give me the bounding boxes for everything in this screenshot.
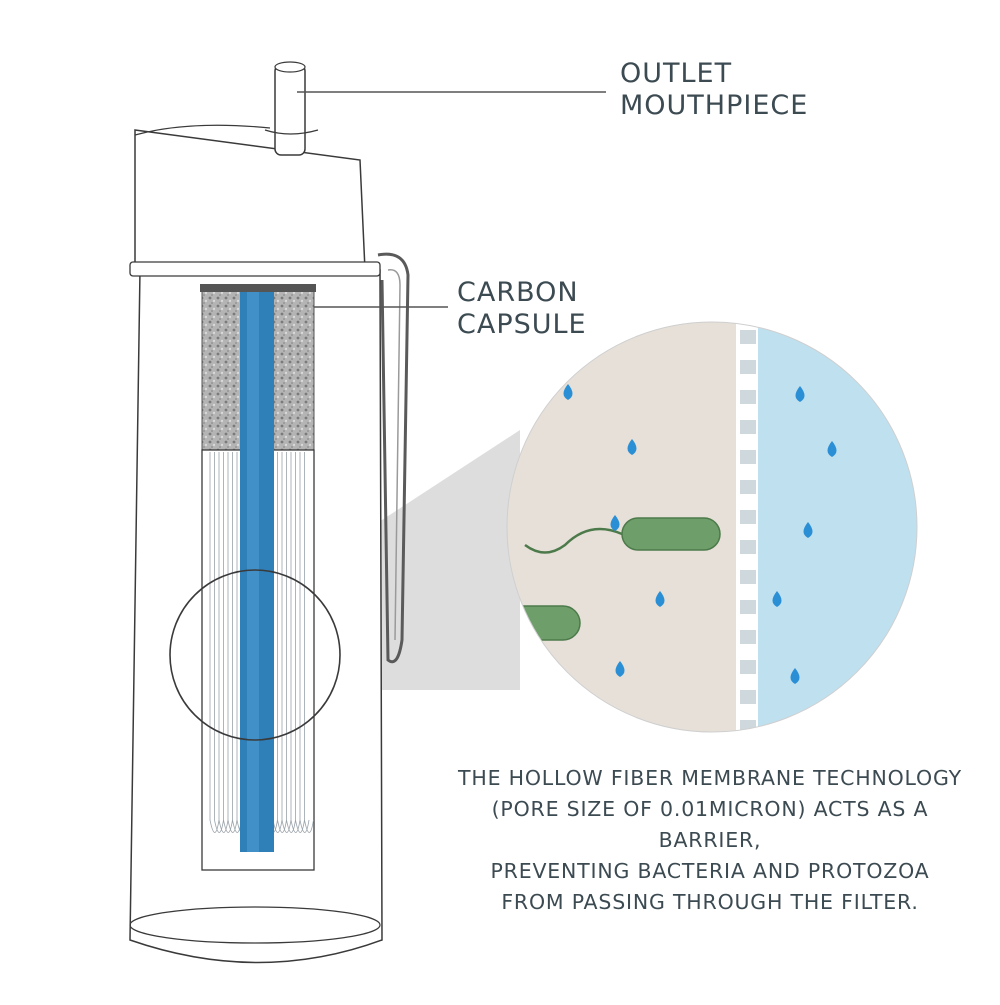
mouthpiece-collar <box>264 129 319 135</box>
membrane-pore <box>740 360 756 374</box>
carbon-label-line-1: CARBON <box>457 277 579 308</box>
membrane-pore <box>740 660 756 674</box>
cap-rim <box>129 261 381 277</box>
membrane-pore <box>740 480 756 494</box>
hollow-fiber <box>286 452 296 833</box>
membrane-pore <box>740 420 756 434</box>
membrane-pore <box>740 540 756 554</box>
membrane-caption: THE HOLLOW FIBER MEMBRANE TECHNOLOGY (PO… <box>440 763 980 918</box>
hollow-fiber <box>277 452 287 833</box>
mouthpiece <box>274 64 306 156</box>
caption-line-2: (PORE SIZE OF 0.01MICRON) ACTS AS A BARR… <box>491 797 929 852</box>
magnifier-large <box>506 321 918 733</box>
carbon-label-line-2: CAPSULE <box>457 309 587 341</box>
water-droplet <box>790 668 800 684</box>
water-droplet <box>655 591 665 607</box>
membrane-pore <box>740 390 756 404</box>
water-droplet <box>827 441 837 457</box>
hollow-fiber <box>223 452 233 833</box>
carbon-capsule-label: CARBON CAPSULE <box>457 277 587 342</box>
caption-line-3: PREVENTING BACTERIA AND PROTOZOA <box>490 859 930 883</box>
membrane-pore <box>740 510 756 524</box>
hollow-fiber <box>214 452 224 833</box>
water-droplet <box>563 384 573 400</box>
carbon-capsule-cap <box>200 284 316 292</box>
bottle <box>129 61 410 964</box>
membrane-pore <box>740 690 756 704</box>
outlet-mouthpiece-label: OUTLET MOUTHPIECE <box>620 58 808 123</box>
membrane-pore <box>740 720 756 732</box>
outlet-label-line-1: OUTLET <box>620 58 733 89</box>
carry-strap <box>377 252 410 664</box>
membrane-pore <box>740 570 756 584</box>
caption-line-4: FROM PASSING THROUGH THE FILTER. <box>501 890 919 914</box>
outlet-label-line-2: MOUTHPIECE <box>620 90 809 122</box>
membrane-pore <box>740 330 756 344</box>
membrane-pore <box>740 600 756 614</box>
hollow-fiber <box>304 452 314 833</box>
water-droplets <box>563 384 837 684</box>
mouthpiece-top <box>274 61 306 73</box>
water-droplet <box>610 515 620 531</box>
water-droplet <box>627 439 637 455</box>
water-droplet <box>795 386 805 402</box>
membrane-pore <box>740 630 756 644</box>
magnifier-small <box>169 569 341 741</box>
hollow-fiber <box>290 452 301 833</box>
membrane-pore <box>740 450 756 464</box>
hollow-fiber <box>281 452 292 833</box>
hollow-fiber <box>299 452 310 833</box>
hollow-fiber <box>295 452 305 833</box>
bottle-base <box>129 906 381 944</box>
cap-ridge <box>134 124 271 136</box>
hollow-fiber <box>227 452 238 833</box>
hollow-fiber <box>209 452 220 833</box>
water-droplet <box>615 661 625 677</box>
caption-line-1: THE HOLLOW FIBER MEMBRANE TECHNOLOGY <box>458 766 962 790</box>
hollow-fiber <box>218 452 229 833</box>
membrane-wall <box>736 322 758 732</box>
carry-strap-inner <box>387 269 401 641</box>
water-droplet <box>803 522 813 538</box>
bottle-cap <box>134 129 366 271</box>
water-droplet <box>772 591 782 607</box>
center-tube-shade <box>247 292 259 852</box>
